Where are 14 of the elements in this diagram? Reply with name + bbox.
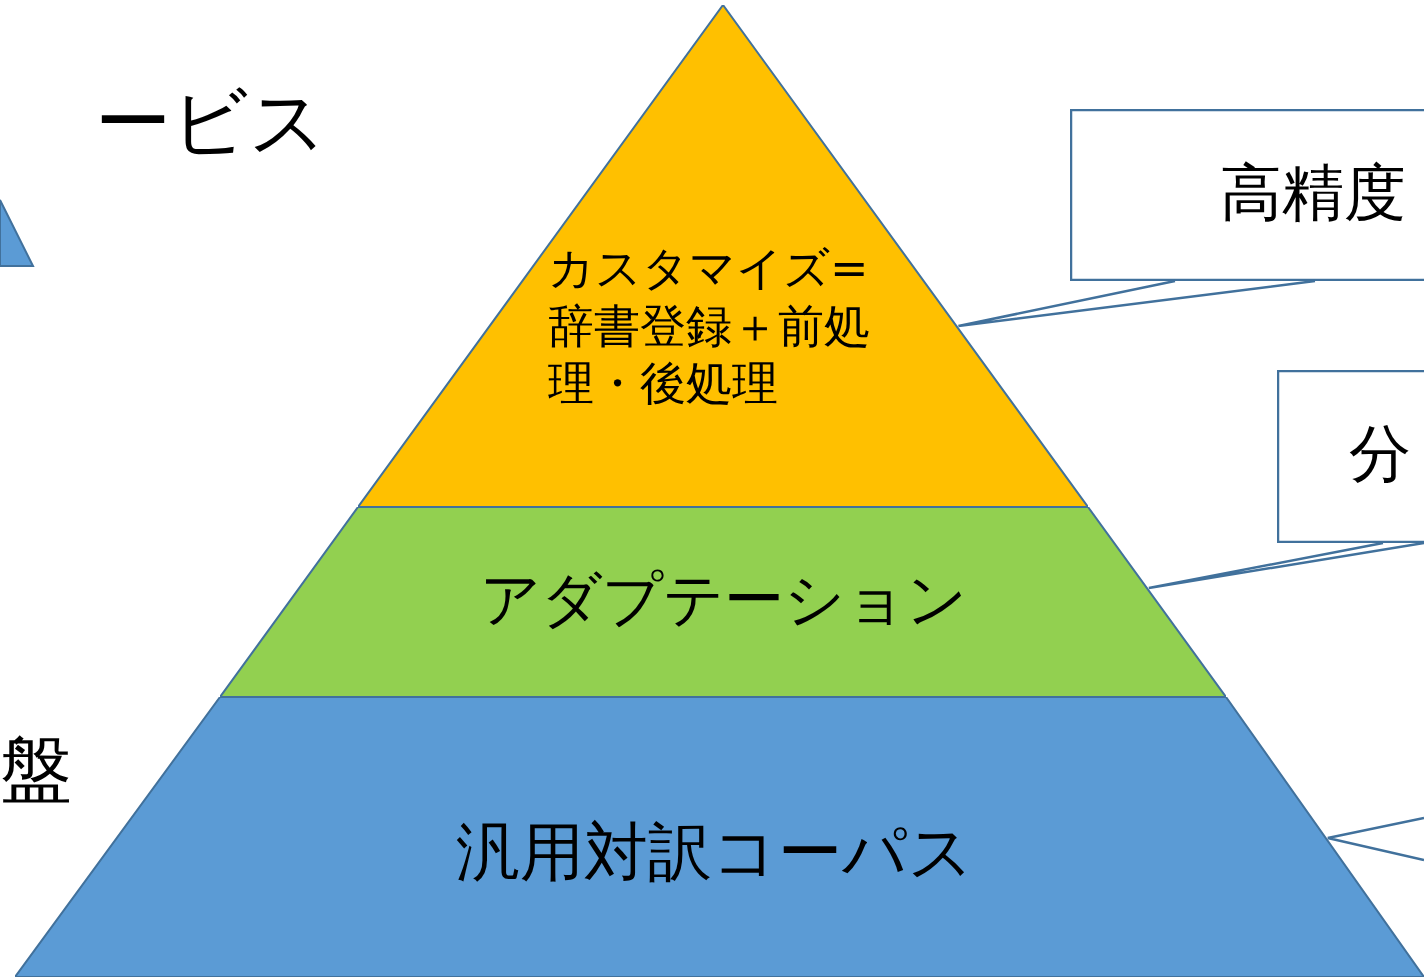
layer-text: カスタマイズ= 辞書登録＋前処理・後処理 [548,240,871,412]
callout-pointer [1147,541,1424,590]
callout-pointer [957,279,1317,328]
callout-box [1277,370,1424,543]
callout-box [1070,109,1424,281]
callout-text: 高精度 [1220,155,1407,231]
layer-text: 汎用対訳コーパス [455,814,975,891]
callout-pointer [1326,816,1424,862]
side-label: 盤 [0,726,72,813]
side-label: ービス [95,76,327,168]
callout-text: 分 [1349,416,1412,492]
pyramid-middle-layer [220,507,1226,697]
pyramid-top-layer [358,5,1088,507]
layer-text: アダプテーション [478,563,968,636]
